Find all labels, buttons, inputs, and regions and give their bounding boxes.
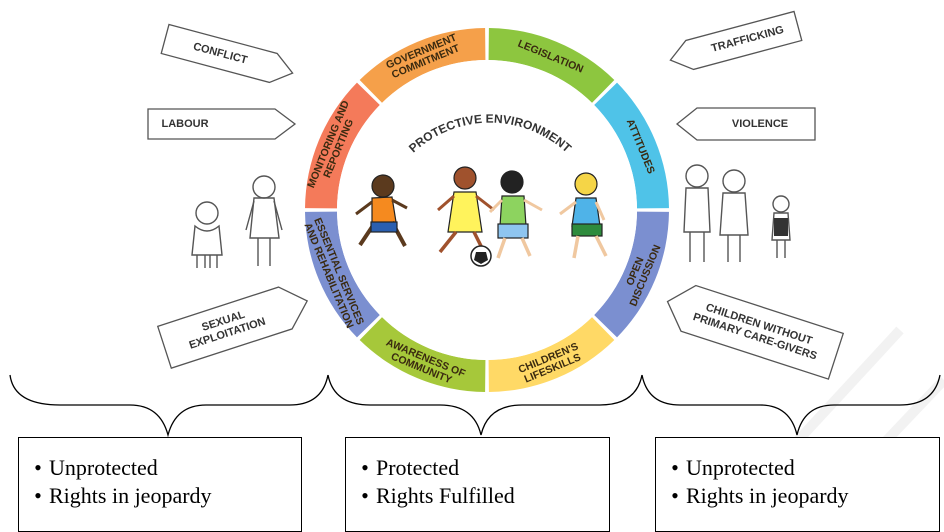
list-item: • Protected — [346, 454, 609, 482]
list-item: • Rights in jeopardy — [19, 482, 301, 510]
ring-segment — [359, 317, 486, 392]
bullet-icon: • — [671, 483, 679, 508]
list-item: • Unprotected — [656, 454, 939, 482]
outcome-box-right: • Unprotected • Rights in jeopardy — [655, 437, 940, 532]
bullet-icon: • — [671, 455, 679, 480]
bracket-left — [9, 374, 329, 438]
rights-text: Rights in jeopardy — [49, 483, 212, 508]
threat-label-labour: LABOUR — [161, 118, 208, 130]
threat-label-violence: VIOLENCE — [732, 118, 788, 130]
bracket-middle — [327, 374, 643, 436]
threat-arrow-labour: LABOUR — [147, 108, 297, 140]
ring-segment — [305, 211, 380, 338]
bracket-right — [641, 374, 941, 436]
threat-arrow-conflict: CONFLICT — [160, 23, 294, 84]
bullet-icon: • — [34, 455, 42, 480]
ring-segment — [488, 317, 615, 392]
bullet-icon: • — [34, 483, 42, 508]
sad-children-left-illustration — [191, 175, 283, 268]
status-text: Protected — [376, 455, 460, 480]
bullet-icon: • — [361, 483, 369, 508]
ring-segment — [305, 82, 380, 209]
list-item: • Rights in jeopardy — [656, 482, 939, 510]
inner-circle — [337, 60, 637, 360]
playing-children-illustration — [355, 166, 608, 267]
outcome-box-middle: • Protected • Rights Fulfilled — [345, 437, 610, 532]
list-item: • Rights Fulfilled — [346, 482, 609, 510]
ring-segment — [488, 28, 615, 103]
ring-segment — [359, 28, 486, 103]
status-text: Unprotected — [686, 455, 795, 480]
outcome-box-left: • Unprotected • Rights in jeopardy — [18, 437, 302, 532]
rights-text: Rights Fulfilled — [376, 483, 515, 508]
threat-arrow-sexual-exploitation: SEXUALEXPLOITATION — [156, 286, 309, 369]
status-text: Unprotected — [49, 455, 158, 480]
ring-segment — [594, 82, 669, 209]
ring-segment — [594, 211, 669, 338]
bracket-lines — [9, 374, 941, 438]
sad-children-right-illustration — [683, 164, 791, 262]
threat-arrow-trafficking: TRAFFICKING — [669, 10, 803, 71]
list-item: • Unprotected — [19, 454, 301, 482]
bullet-icon: • — [361, 455, 369, 480]
threat-arrow-violence: VIOLENCE — [675, 107, 816, 141]
rights-text: Rights in jeopardy — [686, 483, 849, 508]
threat-arrow-children-without-care: CHILDREN WITHOUTPRIMARY CARE-GIVERS — [666, 284, 845, 380]
